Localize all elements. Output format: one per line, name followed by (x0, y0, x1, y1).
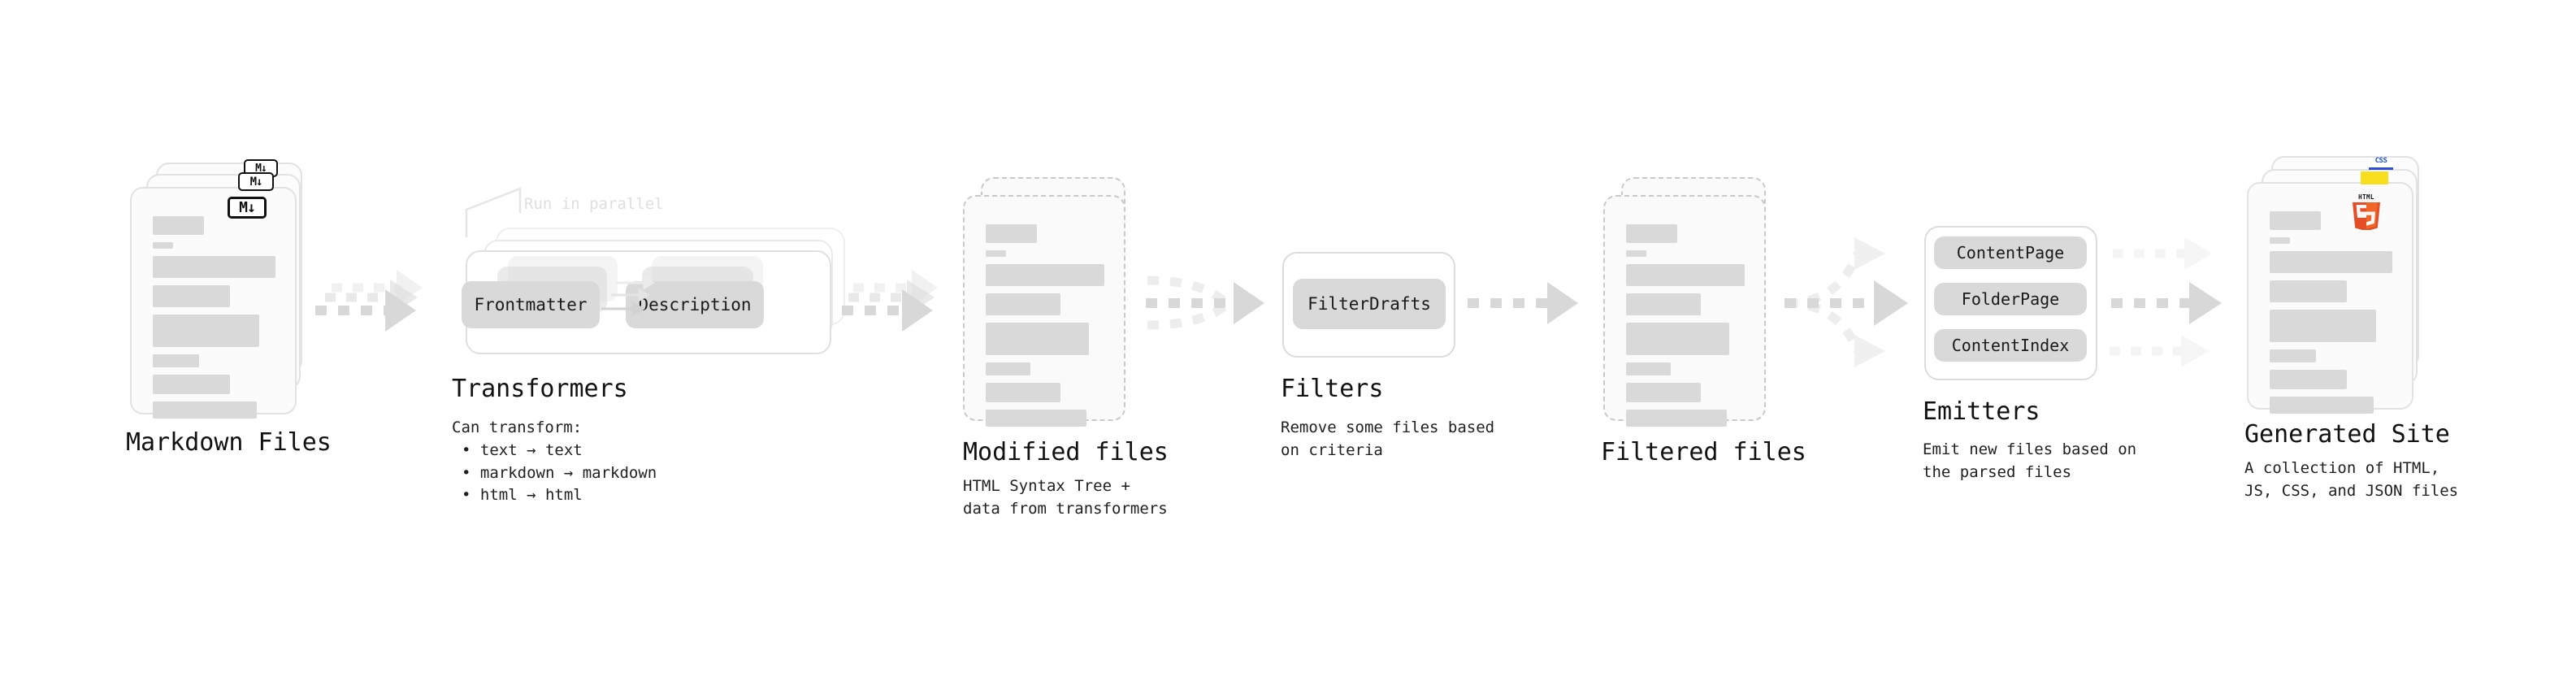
markdown-files-title: Markdown Files (126, 428, 332, 457)
modified-files-subtitle: HTML Syntax Tree + data from transformer… (963, 477, 1168, 518)
emitter-node-contentpage[interactable]: ContentPage (1934, 236, 2087, 269)
filtered-file-card-front (1603, 195, 1766, 427)
emitter-node-folderpage[interactable]: FolderPage (1934, 283, 2087, 315)
emitters-subtitle: Emit new files based on the parsed files (1923, 440, 2137, 481)
filters-title: Filters (1281, 375, 1384, 403)
run-in-parallel-label: Run in parallel (524, 195, 664, 213)
filtered-placeholder-bars (1626, 224, 1745, 434)
markdown-logo-badge-mid: M↓ (238, 172, 274, 191)
modified-file-card-front (963, 195, 1125, 427)
arrow-markdown-to-transformers (315, 270, 423, 332)
emitters-title: Emitters (1923, 397, 2040, 426)
html5-icon: HTML (2349, 192, 2383, 232)
markdown-placeholder-bars (153, 216, 275, 426)
transformer-node-description[interactable]: Description (626, 281, 764, 328)
transformers-title: Transformers (452, 375, 628, 403)
arrow-emitters-to-site (2110, 237, 2222, 367)
markdown-logo-badge: M↓ (228, 197, 267, 219)
markdown-file-card-front (130, 187, 297, 419)
filtered-files-stack (1603, 177, 1782, 437)
css-badge: CSS (2369, 157, 2393, 170)
transformers-bullet-1: markdown → markdown (452, 462, 657, 485)
transformers-bullet-0: text → text (452, 440, 657, 462)
site-file-card-front (2247, 182, 2413, 414)
generated-site-stack: CSS HTML (2247, 156, 2434, 424)
transformers-bullet-2: html → html (452, 484, 657, 507)
modified-files-title: Modified files (963, 438, 1169, 466)
modified-placeholder-bars (986, 224, 1104, 434)
arrow-transformers-to-modified (842, 270, 938, 332)
transformers-subtitle: Can transform: (452, 419, 583, 436)
filters-subtitle: Remove some files based on criteria (1281, 419, 1495, 459)
filtered-files-title: Filtered files (1601, 438, 1806, 466)
generated-site-subtitle: A collection of HTML, JS, CSS, and JSON … (2244, 459, 2459, 500)
arrow-filters-to-filtered (1468, 282, 1578, 324)
js-badge (2361, 171, 2388, 184)
filter-node-filterdrafts[interactable]: FilterDrafts (1293, 279, 1446, 329)
transformer-node-frontmatter[interactable]: Frontmatter (462, 281, 600, 328)
site-placeholder-bars (2270, 211, 2392, 421)
generated-site-title: Generated Site (2244, 420, 2450, 449)
transformers-bullets: text → text markdown → markdown html → h… (452, 440, 657, 507)
arrow-modified-to-filters (1146, 275, 1264, 330)
markdown-files-stack: M↓ M↓ M↓ (130, 159, 309, 423)
html5-logo-svg: HTML (2353, 193, 2380, 232)
arrow-filtered-to-emitters (1785, 237, 1908, 367)
svg-text:HTML: HTML (2358, 193, 2374, 201)
modified-files-stack (963, 177, 1142, 437)
emitter-node-contentindex[interactable]: ContentIndex (1934, 329, 2087, 362)
